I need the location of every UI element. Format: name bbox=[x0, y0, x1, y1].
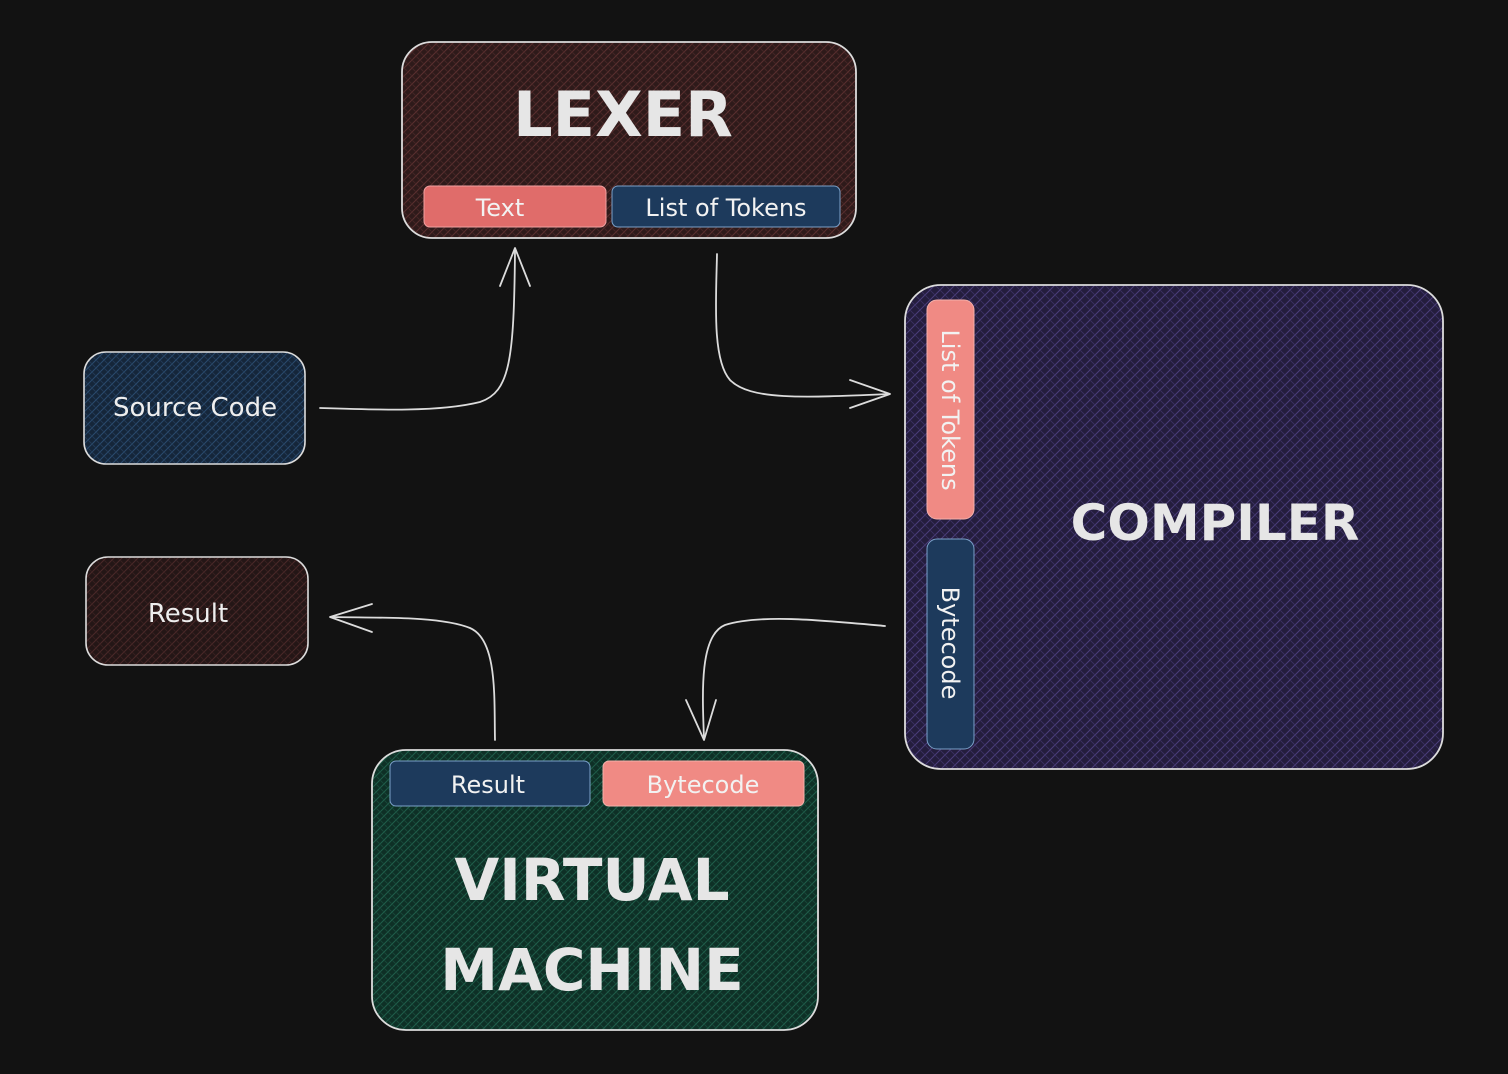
vm-input-chip-box bbox=[602, 760, 805, 807]
vm-title-line2: MACHINE bbox=[440, 936, 743, 1004]
compiler-input-chip-box bbox=[926, 299, 975, 520]
result-label: Result bbox=[148, 599, 228, 629]
lexer-title: LEXER bbox=[513, 78, 733, 151]
lexer-input-chip[interactable]: Text bbox=[423, 185, 607, 228]
compiler-output-chip-box bbox=[926, 538, 975, 750]
compiler-input-label: List of Tokens bbox=[936, 329, 964, 490]
lexer-input-chip-box bbox=[423, 185, 607, 228]
arrow-source-to-lexer bbox=[319, 247, 531, 411]
lexer-input-label: Text bbox=[475, 194, 525, 222]
result-node[interactable]: Result bbox=[85, 556, 309, 666]
vm-title-line1: VIRTUAL bbox=[454, 846, 729, 914]
compiler-box bbox=[904, 284, 1444, 770]
vm-node[interactable]: Result Bytecode VIRTUAL MACHINE bbox=[371, 749, 819, 1031]
lexer-output-label: List of Tokens bbox=[645, 194, 806, 222]
source-code-box bbox=[83, 351, 306, 465]
source-code-node[interactable]: Source Code bbox=[83, 351, 306, 465]
vm-output-chip[interactable]: Result bbox=[389, 760, 591, 807]
vm-input-chip[interactable]: Bytecode bbox=[602, 760, 805, 807]
arrow-vm-to-result bbox=[329, 603, 496, 741]
compiler-title: COMPILER bbox=[1071, 494, 1360, 552]
lexer-output-chip-box bbox=[611, 185, 841, 228]
compiler-node[interactable]: COMPILER List of Tokens Bytecode bbox=[904, 284, 1444, 770]
result-box bbox=[85, 556, 309, 666]
compiler-output-chip[interactable]: Bytecode bbox=[926, 538, 975, 750]
vm-input-label: Bytecode bbox=[647, 771, 760, 799]
compiler-input-chip[interactable]: List of Tokens bbox=[926, 299, 975, 520]
vm-output-chip-box bbox=[389, 760, 591, 807]
vm-output-label: Result bbox=[451, 771, 525, 799]
arrow-lexer-to-compiler bbox=[715, 253, 891, 409]
lexer-node[interactable]: LEXER Text List of Tokens bbox=[401, 41, 857, 239]
vm-box bbox=[371, 749, 819, 1031]
source-code-label: Source Code bbox=[113, 393, 277, 423]
lexer-output-chip[interactable]: List of Tokens bbox=[611, 185, 841, 228]
compiler-output-label: Bytecode bbox=[936, 587, 964, 700]
arrow-compiler-to-vm bbox=[685, 617, 886, 741]
